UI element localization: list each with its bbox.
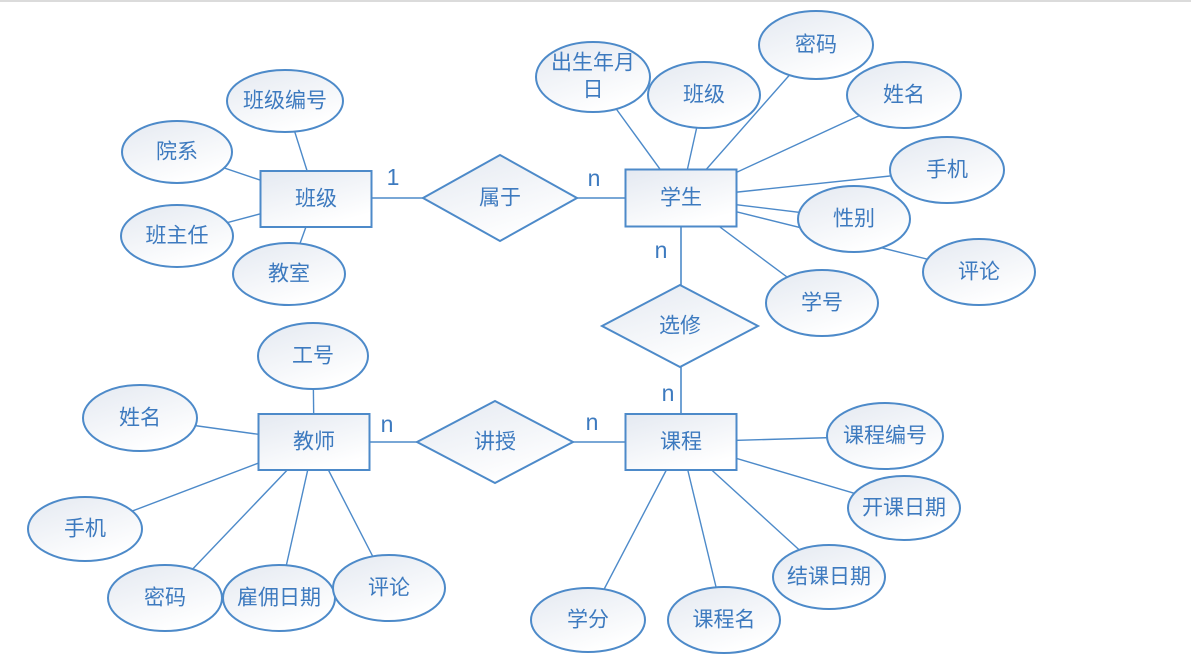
- attribute-ellipse-teacher-comment[interactable]: [332, 554, 446, 622]
- attribute-ellipse-class-department[interactable]: [121, 120, 233, 184]
- relationship-diamond-belongs-to[interactable]: [420, 153, 580, 243]
- attribute-ellipse-course-start-date[interactable]: [847, 475, 961, 541]
- attribute-ellipse-class-class-id[interactable]: [226, 69, 344, 133]
- attribute-ellipse-student-gender[interactable]: [797, 185, 911, 253]
- attribute-ellipse-student-student-id[interactable]: [765, 269, 879, 337]
- attribute-ellipse-student-comment[interactable]: [922, 238, 1036, 306]
- attribute-ellipse-course-course-id[interactable]: [826, 402, 944, 470]
- entity-box-teacher[interactable]: [257, 413, 371, 471]
- attribute-ellipse-student-password[interactable]: [758, 10, 874, 80]
- relationship-diamond-takes[interactable]: [599, 283, 761, 369]
- entity-box-student[interactable]: [624, 168, 738, 228]
- attribute-ellipse-student-name[interactable]: [846, 61, 962, 129]
- entity-box-course[interactable]: [624, 413, 738, 471]
- attribute-ellipse-course-course-name[interactable]: [667, 586, 781, 654]
- entity-box-class[interactable]: [259, 170, 373, 228]
- attribute-ellipse-class-classroom[interactable]: [232, 242, 346, 306]
- attribute-ellipse-student-class[interactable]: [647, 61, 761, 129]
- attribute-ellipse-teacher-mobile[interactable]: [27, 496, 143, 562]
- attribute-ellipse-student-birth-date[interactable]: [535, 41, 651, 113]
- attribute-ellipse-teacher-employee-id[interactable]: [257, 322, 369, 390]
- attribute-ellipse-teacher-password[interactable]: [107, 564, 223, 632]
- attribute-ellipse-teacher-name[interactable]: [82, 384, 198, 452]
- attribute-ellipse-class-head-teacher[interactable]: [120, 204, 234, 268]
- relationship-diamond-teaches[interactable]: [414, 399, 576, 485]
- attribute-ellipse-student-mobile[interactable]: [889, 136, 1005, 204]
- attribute-ellipse-course-credit[interactable]: [530, 587, 646, 653]
- attribute-ellipse-course-end-date[interactable]: [772, 544, 886, 610]
- attribute-ellipse-teacher-hire-date[interactable]: [222, 564, 336, 632]
- canvas-top-border: [0, 0, 1191, 2]
